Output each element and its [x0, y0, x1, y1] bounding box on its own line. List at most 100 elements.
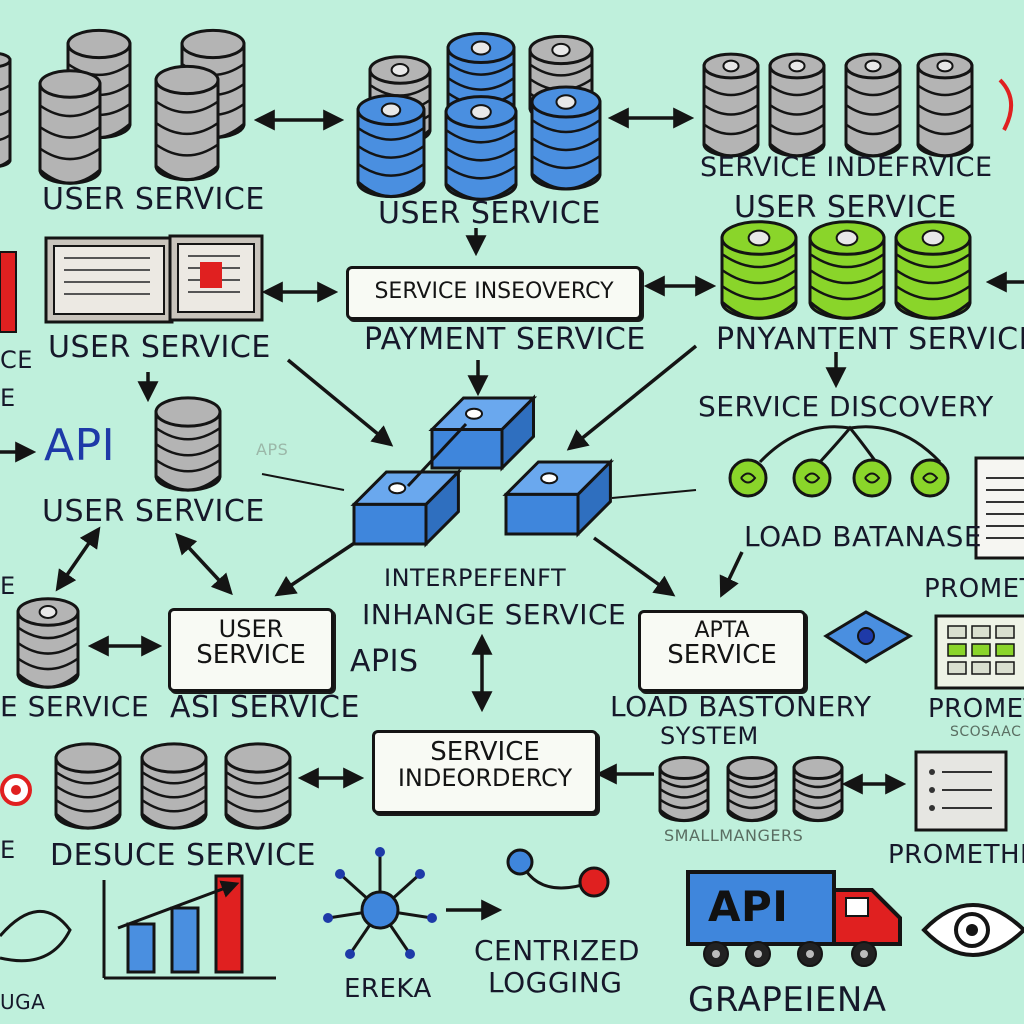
- box-service-inseovercy-text: SERVICE INSEOVERCY: [374, 279, 614, 304]
- label-smallmanger: SMALLMANGERS: [664, 826, 804, 845]
- eye-diamond-icon: [823, 610, 914, 664]
- label-payment-service: PAYMENT SERVICE: [364, 322, 646, 357]
- arrow-icon: [286, 358, 394, 447]
- arrow-icon: [175, 532, 233, 596]
- database-icon: [54, 742, 122, 830]
- database-icon: [140, 742, 208, 830]
- box-service-indeordercy: SERVICE INDEORDERCY: [372, 730, 598, 814]
- logging-link-icon: [506, 848, 610, 898]
- database-icon: [916, 52, 974, 158]
- cube-link: [406, 422, 468, 488]
- database-icon: [154, 64, 220, 182]
- database-icon: [224, 742, 292, 830]
- label-logging: LOGGING: [488, 966, 623, 999]
- service-node-icon: [792, 458, 832, 498]
- api-truck-icon: [686, 870, 902, 967]
- red-bar-edge: [0, 251, 17, 333]
- label-desuce-service: DESUCE SERVICE: [50, 838, 316, 873]
- arrow-icon: [719, 551, 744, 598]
- database-icon: [658, 755, 710, 823]
- network-cube-icon: [428, 394, 538, 472]
- red-marker: [200, 262, 222, 288]
- label-asi-service: ASI SERVICE: [170, 690, 360, 725]
- network-cube-icon: [350, 468, 463, 548]
- form-icon: [914, 750, 1008, 832]
- arrow-icon: [566, 344, 698, 451]
- label-inhange-service: INHANGE SERVICE: [362, 598, 627, 631]
- box-service-indeordercy-line1: SERVICE: [430, 737, 540, 767]
- eye-icon: [921, 903, 1024, 957]
- arrow-icon: [55, 526, 101, 592]
- label-interpefenft: INTERPEFENFT: [384, 564, 567, 592]
- label-user-service-1: USER SERVICE: [42, 182, 265, 217]
- service-node-icon: [910, 458, 950, 498]
- label-ce-left: CE: [0, 346, 33, 374]
- database-icon: [0, 52, 12, 168]
- connector-line: [261, 473, 345, 491]
- service-discovery-tree: [728, 425, 950, 498]
- form-window-icon: [44, 236, 174, 324]
- box-user-service-line2: SERVICE: [196, 640, 306, 671]
- bar-chart-bar: [126, 922, 156, 974]
- database-icon: [356, 93, 426, 199]
- label-aps-faint: APS: [256, 440, 289, 459]
- box-service-inseovercy: SERVICE INSEOVERCY: [346, 266, 642, 320]
- label-user-service-2: USER SERVICE: [378, 196, 601, 231]
- label-apis: APIS: [350, 644, 419, 679]
- red-squiggle: [998, 78, 1013, 131]
- label-api-left: API: [44, 420, 116, 471]
- label-service-discovery: SERVICE DISCOVERY: [698, 390, 994, 423]
- box-apta-service-line2: SERVICE: [667, 640, 777, 671]
- database-icon: [792, 755, 844, 823]
- database-icon: [38, 69, 102, 185]
- connector-line: [611, 489, 697, 499]
- box-user-service-line1: USER: [218, 615, 284, 643]
- box-apta-service: APTA SERVICE: [638, 610, 806, 692]
- label-prometh-3: PROMETHE: [888, 840, 1024, 870]
- label-e-left-2: E: [0, 572, 16, 600]
- scribble-icon: [0, 910, 72, 963]
- database-icon: [702, 52, 760, 158]
- database-icon: [808, 220, 886, 320]
- label-e-service: E SERVICE: [0, 690, 150, 723]
- arrow-icon: [592, 536, 676, 597]
- label-user-service-3: USER SERVICE: [734, 190, 957, 225]
- hub-node-icon: [323, 847, 437, 959]
- service-node-icon: [852, 458, 892, 498]
- document-icon: [974, 456, 1024, 560]
- box-apta-service-line1: APTA: [694, 618, 750, 643]
- database-icon: [720, 220, 798, 320]
- box-user-service: USER SERVICE: [168, 608, 334, 692]
- label-centrized: CENTRIZED: [474, 934, 640, 967]
- label-load-bastonery: LOAD BASTONERY: [610, 690, 872, 723]
- database-icon: [768, 52, 826, 158]
- bar-chart-icon: [102, 874, 276, 980]
- label-uga: UGA: [0, 990, 46, 1014]
- box-service-indeordercy-line2: INDEORDERCY: [397, 764, 573, 793]
- label-system: SYSTEM: [660, 722, 759, 750]
- database-icon: [16, 597, 80, 689]
- database-icon: [726, 755, 778, 823]
- grid-dashboard-icon: [934, 614, 1024, 690]
- bar-chart-bar: [170, 906, 200, 974]
- label-promet-2-sub: SCOSAAC: [950, 724, 1022, 740]
- label-e-left-3: E: [0, 836, 16, 864]
- label-pnyantent-service: PNYANTENT SERVICE: [716, 322, 1024, 357]
- truck-api-text: API: [708, 882, 789, 931]
- database-icon: [530, 85, 602, 191]
- service-node-icon: [728, 458, 768, 498]
- label-e-left: E: [0, 384, 16, 412]
- label-user-service-4: USER SERVICE: [48, 330, 271, 365]
- label-promet-2: PROMET: [928, 694, 1024, 724]
- label-user-service-5: USER SERVICE: [42, 494, 265, 529]
- label-ereka: EREKA: [344, 974, 432, 1004]
- database-icon: [844, 52, 902, 158]
- network-cube-icon: [502, 458, 615, 538]
- label-service-indefrvice: SERVICE INDEFRVICE: [700, 152, 993, 183]
- label-grapeiena: GRAPEIENA: [688, 980, 887, 1020]
- arrow-icon: [274, 540, 357, 597]
- label-promet-1: PROMETH: [924, 574, 1024, 604]
- database-icon: [894, 220, 972, 320]
- database-icon: [154, 396, 222, 492]
